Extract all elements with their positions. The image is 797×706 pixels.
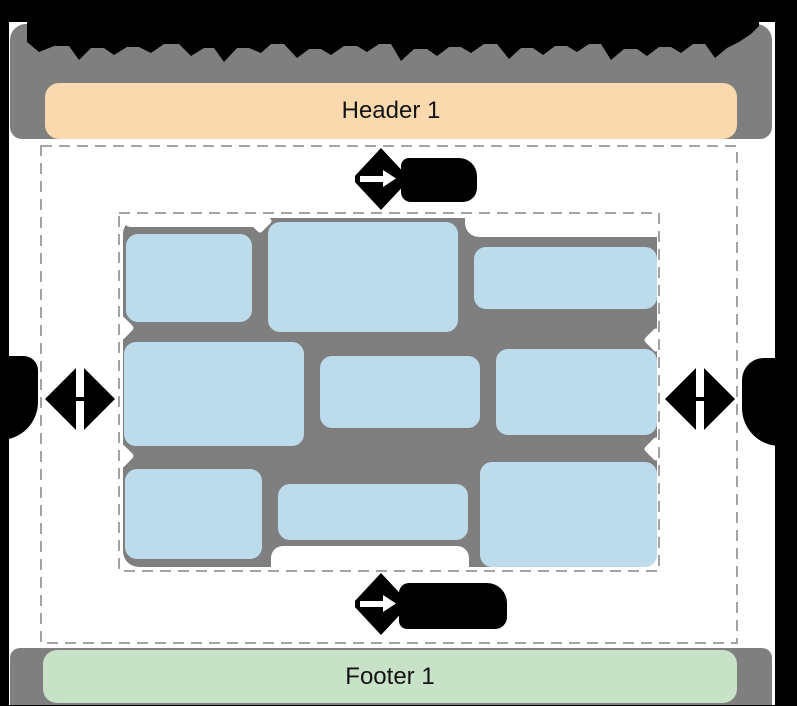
page-background: Header 1	[9, 22, 775, 705]
footer-bar: Footer 1	[43, 650, 737, 703]
top-gap-label-obscured	[401, 158, 477, 202]
card	[126, 234, 252, 322]
card	[480, 462, 657, 567]
bottom-gap-arrow-icon	[355, 573, 407, 635]
card	[124, 342, 304, 446]
right-gap-arrow-icon	[665, 368, 735, 430]
card	[320, 356, 480, 428]
header-label: Header 1	[341, 97, 441, 124]
card	[268, 222, 458, 332]
blob-step	[123, 218, 261, 227]
left-gap-arrow-icon	[45, 368, 115, 430]
blob-step	[271, 546, 469, 567]
card	[496, 349, 657, 435]
right-edge-label-obscured	[742, 358, 797, 446]
card	[474, 247, 657, 309]
header-bar: Header 1	[45, 83, 737, 139]
top-gap-arrow-icon	[355, 148, 407, 210]
card	[125, 469, 262, 559]
bottom-gap-label-obscured	[399, 583, 507, 629]
blob-step	[465, 218, 657, 237]
page-heading-obscured	[27, 22, 759, 62]
card	[278, 484, 468, 540]
footer-label: Footer 1	[345, 662, 435, 690]
